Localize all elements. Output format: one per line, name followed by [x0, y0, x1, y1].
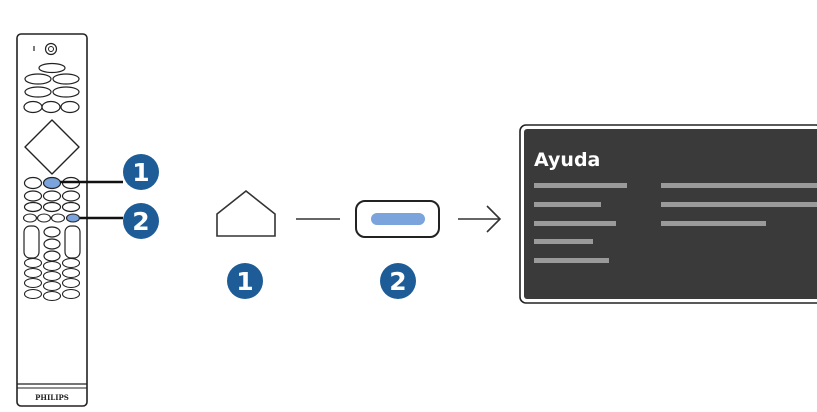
help-menu-item	[534, 183, 627, 188]
remote-brand-label: PHILIPS	[35, 393, 69, 402]
help-detail-panel	[661, 183, 817, 226]
help-menu-item	[534, 258, 609, 263]
blue-key-icon	[355, 200, 440, 238]
help-menu-item	[534, 202, 601, 207]
remote-top-keys[interactable]	[23, 62, 80, 114]
help-detail-line	[661, 183, 817, 188]
dpad[interactable]	[24, 119, 80, 175]
tv-screen	[524, 129, 817, 299]
arrow-right-icon	[458, 205, 502, 233]
screen-title: Ayuda	[534, 149, 600, 171]
home-icon	[216, 189, 276, 237]
step-2-badge: 2	[380, 263, 416, 299]
help-menu-list	[534, 183, 627, 263]
callout-1-number: 1	[132, 158, 149, 187]
step-1-badge: 1	[227, 263, 263, 299]
remote-home-key[interactable]	[42, 176, 62, 190]
callout-1: 1	[60, 154, 159, 190]
help-detail-line	[661, 202, 817, 207]
help-menu-item	[534, 221, 616, 226]
step-1-number: 1	[236, 267, 253, 296]
callout-2-badge	[123, 203, 159, 239]
callout-2: 2	[80, 203, 159, 239]
remote-number-keys[interactable]	[23, 257, 81, 302]
remote-control: PHILIPS	[16, 33, 88, 407]
remote-middle-keys[interactable]	[23, 190, 81, 213]
help-menu-item	[534, 239, 593, 244]
power-icon[interactable]	[44, 42, 58, 56]
step-2-number: 2	[389, 267, 406, 296]
remote-color-keys[interactable]	[22, 213, 66, 223]
help-detail-line	[661, 221, 766, 226]
callout-2-number: 2	[132, 207, 149, 236]
remote-rockers[interactable]	[23, 225, 81, 262]
tv-help-screen: Ayuda	[519, 124, 817, 304]
callout-1-badge	[123, 154, 159, 190]
remote-blue-key[interactable]	[65, 213, 81, 223]
